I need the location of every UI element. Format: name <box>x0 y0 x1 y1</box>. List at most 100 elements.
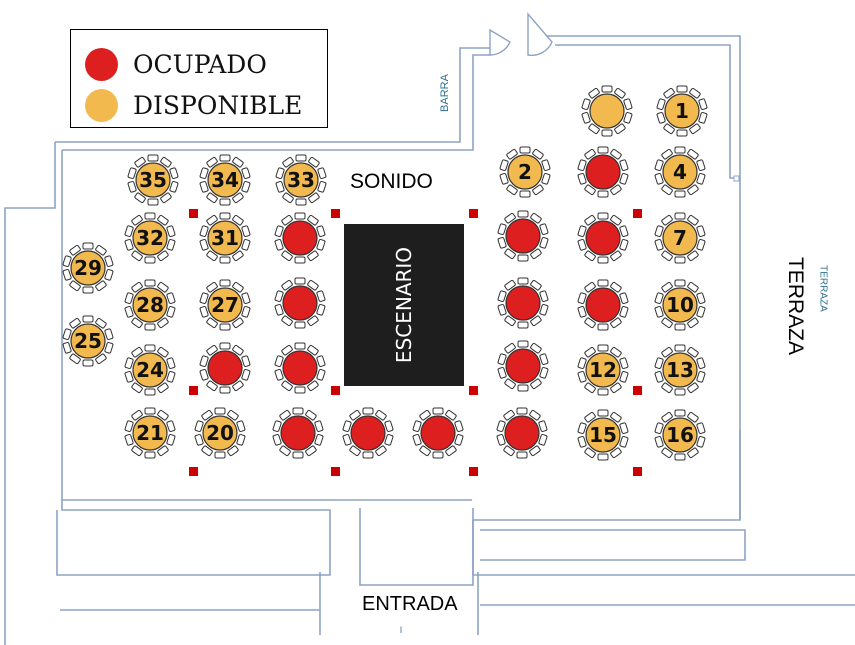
table-shape <box>199 212 251 264</box>
table-number <box>575 210 631 266</box>
pillar <box>469 386 478 395</box>
table-occupied-18[interactable] <box>495 275 551 331</box>
table-21[interactable]: 21 <box>122 405 178 461</box>
pillar <box>189 209 198 218</box>
table-number: 12 <box>589 358 617 382</box>
table-number: 16 <box>666 423 694 447</box>
table-shape <box>274 277 326 329</box>
table-number <box>575 144 631 200</box>
table-number <box>197 340 253 396</box>
table-shape <box>577 279 629 331</box>
table-16[interactable]: 16 <box>652 407 708 463</box>
table-1[interactable]: 1 <box>654 83 710 139</box>
table-shape <box>577 212 629 264</box>
table-shape <box>194 407 246 459</box>
table-shape <box>275 154 327 206</box>
table-shape <box>654 344 706 396</box>
table-shape <box>199 342 251 394</box>
table-number: 10 <box>666 293 694 317</box>
table-occupied-11[interactable] <box>495 208 551 264</box>
table-occupied-32[interactable] <box>410 405 466 461</box>
entrance-label: ENTRADA <box>362 593 458 615</box>
sound-label: SONIDO <box>350 170 433 193</box>
table-occupied-19[interactable] <box>575 277 631 333</box>
table-shape <box>654 409 706 461</box>
table-shape <box>577 344 629 396</box>
table-shape <box>577 409 629 461</box>
table-28[interactable]: 28 <box>122 277 178 333</box>
table-24[interactable]: 24 <box>122 342 178 398</box>
legend-occupied-label: OCUPADO <box>133 50 267 79</box>
table-number <box>272 340 328 396</box>
table-12[interactable]: 12 <box>575 342 631 398</box>
table-shape <box>654 279 706 331</box>
pillar <box>331 209 340 218</box>
table-shape <box>497 340 549 392</box>
stage: ESCENARIO <box>344 224 464 386</box>
table-occupied-3[interactable] <box>575 144 631 200</box>
stage-label: ESCENARIO <box>392 246 416 364</box>
table-number <box>575 277 631 333</box>
table-shape <box>124 279 176 331</box>
table-shape <box>581 85 633 137</box>
table-27[interactable]: 27 <box>197 277 253 333</box>
pillar <box>633 209 642 218</box>
table-occupied-23[interactable] <box>197 340 253 396</box>
table-10[interactable]: 10 <box>652 277 708 333</box>
table-4[interactable]: 4 <box>652 144 708 200</box>
table-25[interactable]: 25 <box>60 313 116 369</box>
table-number: 32 <box>136 226 164 250</box>
table-shape <box>62 242 114 294</box>
table-occupied-0[interactable] <box>579 83 635 139</box>
table-2[interactable]: 2 <box>497 144 553 200</box>
pillar <box>633 386 642 395</box>
table-number: 4 <box>673 160 687 184</box>
table-occupied-12[interactable] <box>575 210 631 266</box>
table-number: 2 <box>518 160 532 184</box>
pillar <box>469 467 478 476</box>
table-number: 35 <box>139 168 167 192</box>
table-occupied-25[interactable] <box>495 338 551 394</box>
table-33[interactable]: 33 <box>273 152 329 208</box>
table-number <box>272 210 328 266</box>
table-number <box>495 275 551 331</box>
table-number: 15 <box>589 423 617 447</box>
legend-available: DISPONIBLE <box>85 89 302 122</box>
table-number: 34 <box>211 168 239 192</box>
table-13[interactable]: 13 <box>652 342 708 398</box>
table-7[interactable]: 7 <box>652 210 708 266</box>
table-number <box>579 83 635 139</box>
table-32[interactable]: 32 <box>122 210 178 266</box>
table-34[interactable]: 34 <box>197 152 253 208</box>
table-occupied-10[interactable] <box>272 210 328 266</box>
table-31[interactable]: 31 <box>197 210 253 266</box>
table-shape <box>577 146 629 198</box>
legend: OCUPADO DISPONIBLE <box>70 29 328 128</box>
table-number: 24 <box>136 358 164 382</box>
table-occupied-24[interactable] <box>272 340 328 396</box>
pillar <box>331 386 340 395</box>
table-number <box>410 405 466 461</box>
table-number <box>494 405 550 461</box>
table-number: 31 <box>211 226 239 250</box>
occupied-swatch-icon <box>85 48 118 81</box>
table-20[interactable]: 20 <box>192 405 248 461</box>
table-35[interactable]: 35 <box>125 152 181 208</box>
table-number <box>495 338 551 394</box>
table-occupied-17[interactable] <box>272 275 328 331</box>
table-number: 28 <box>136 293 164 317</box>
table-shape <box>124 407 176 459</box>
table-shape <box>127 154 179 206</box>
table-29[interactable]: 29 <box>60 240 116 296</box>
table-number: 13 <box>666 358 694 382</box>
table-number <box>340 405 396 461</box>
legend-occupied: OCUPADO <box>85 48 267 81</box>
table-occupied-31[interactable] <box>340 405 396 461</box>
table-15[interactable]: 15 <box>575 407 631 463</box>
table-occupied-33[interactable] <box>494 405 550 461</box>
table-number: 20 <box>206 421 234 445</box>
table-shape <box>199 154 251 206</box>
table-shape <box>199 279 251 331</box>
entrance-marker: l <box>400 625 402 635</box>
table-occupied-30[interactable] <box>270 405 326 461</box>
